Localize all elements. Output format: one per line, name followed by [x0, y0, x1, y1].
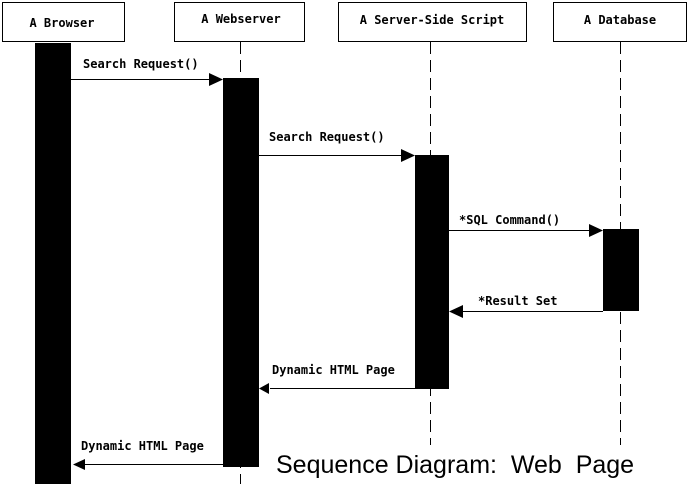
participant-label: A Webserver: [201, 12, 280, 26]
message-label: *Result Set: [478, 294, 557, 308]
participant-box: [553, 2, 687, 42]
participant-label: A Database: [584, 13, 656, 27]
message-1: Search Request(): [71, 57, 223, 86]
message-label: Dynamic HTML Page: [81, 439, 204, 453]
participant-browser: A Browser: [2, 2, 125, 42]
participant-box: [338, 2, 527, 42]
arrowhead-icon: [449, 305, 463, 318]
message-label: *SQL Command(): [459, 213, 560, 227]
message-4: *Result Set: [449, 294, 603, 318]
arrowhead-icon: [589, 224, 603, 237]
participant-box: [174, 2, 305, 42]
message-5: Dynamic HTML Page: [259, 363, 415, 394]
diagram-title: Sequence Diagram: Web Page: [276, 451, 634, 479]
message-label: Dynamic HTML Page: [272, 363, 395, 377]
participant-box: [2, 2, 125, 42]
message-label: Search Request(): [83, 57, 199, 71]
arrowhead-icon: [259, 383, 269, 394]
participant-database: A Database: [553, 2, 687, 42]
message-6: Dynamic HTML Page: [73, 439, 223, 470]
arrowhead-icon: [401, 149, 415, 162]
participant-webserver: A Webserver: [174, 2, 305, 42]
participant-server-side-script: A Server-Side Script: [338, 2, 527, 42]
arrowhead-icon: [73, 459, 85, 470]
activation-webserver: [223, 78, 259, 467]
message-label: Search Request(): [269, 130, 385, 144]
message-2: Search Request(): [259, 130, 415, 162]
message-3: *SQL Command(): [449, 213, 603, 237]
activation-browser: [35, 43, 71, 484]
participant-label: A Browser: [29, 16, 94, 30]
arrowhead-icon: [209, 73, 223, 86]
activation-database: [603, 229, 639, 311]
activation-server-side-script: [415, 155, 449, 389]
participant-label: A Server-Side Script: [360, 13, 505, 27]
